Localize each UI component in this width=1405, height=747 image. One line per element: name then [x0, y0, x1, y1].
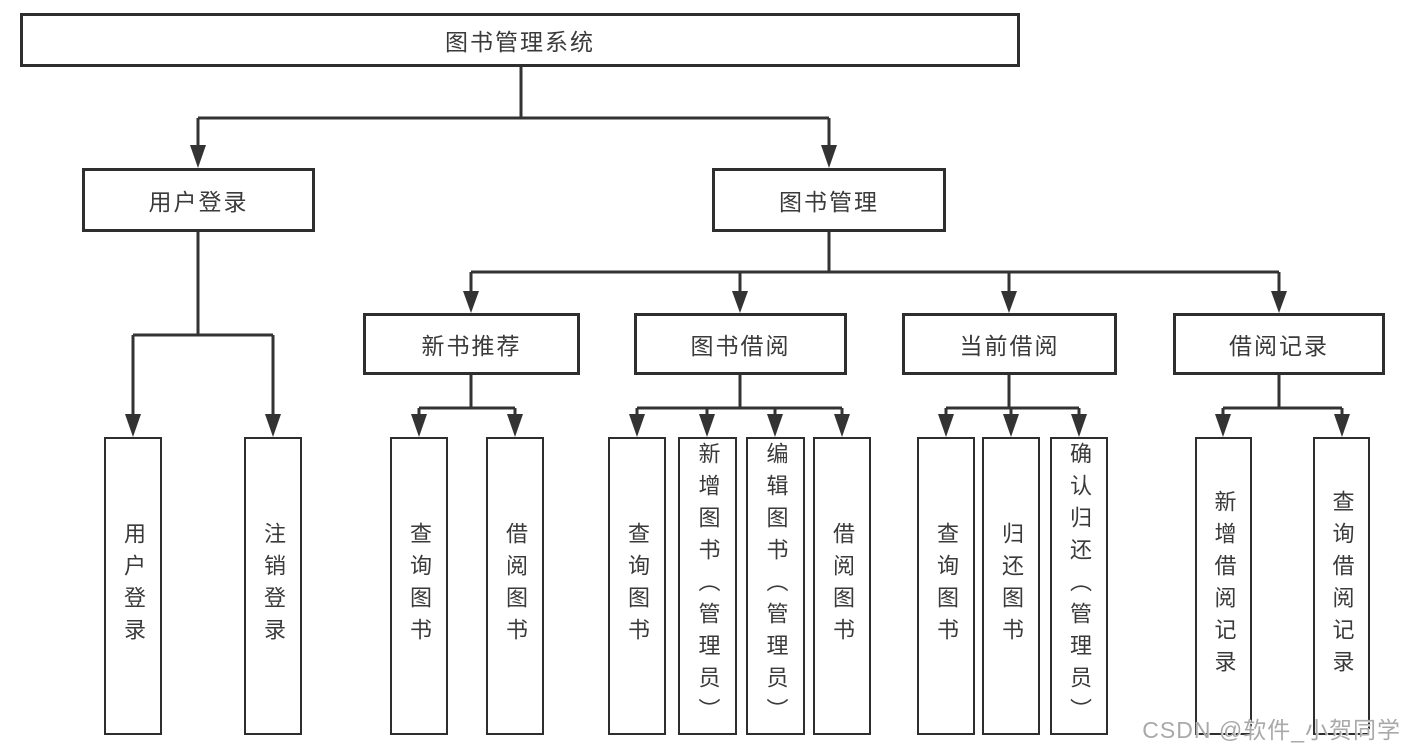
- leaf-query-books-current: 查询图书: [917, 437, 975, 735]
- leaf-add-books-admin: 新增图书（管理员）: [678, 437, 737, 735]
- leaf-logout: 注销登录: [244, 437, 302, 735]
- leaf-query-borrow-record: 查询借阅记录: [1313, 437, 1370, 735]
- node-label: 查询图书: [407, 522, 432, 650]
- leaf-user-login: 用户登录: [104, 437, 162, 735]
- leaf-edit-books-admin: 编辑图书（管理员）: [746, 437, 805, 735]
- connector-strokes: [131, 67, 1344, 415]
- node-label: 图书借阅: [690, 333, 791, 359]
- node-label: 借阅图书: [503, 522, 528, 650]
- node-new-book-recommend: 新书推荐: [363, 313, 580, 375]
- node-book-management-system: 图书管理系统: [20, 13, 1020, 67]
- node-user-login: 用户登录: [82, 168, 315, 232]
- node-label: 图书管理系统: [445, 29, 595, 55]
- node-label: 用户登录: [148, 189, 249, 215]
- node-label: 查询借阅记录: [1329, 490, 1355, 682]
- node-label: 查询图书: [625, 522, 650, 650]
- node-book-management: 图书管理: [712, 168, 946, 232]
- csdn-watermark: CSDN @软件_小贺同学: [1142, 717, 1401, 743]
- node-label: 用户登录: [121, 522, 146, 650]
- node-label: 查询图书: [934, 522, 959, 650]
- leaf-query-books-recommend: 查询图书: [390, 437, 448, 735]
- leaf-confirm-return-admin: 确认归还（管理员）: [1050, 437, 1108, 735]
- node-label: 新增图书（管理员）: [695, 442, 721, 730]
- node-label: 借阅图书: [830, 522, 855, 650]
- node-label: 图书管理: [779, 189, 879, 215]
- node-label: 注销登录: [261, 522, 286, 650]
- node-label: 当前借阅: [959, 333, 1060, 359]
- node-label: 编辑图书（管理员）: [763, 442, 789, 730]
- node-label: 新书推荐: [421, 333, 522, 359]
- node-label: 确认归还（管理员）: [1067, 442, 1092, 730]
- leaf-add-borrow-record: 新增借阅记录: [1195, 437, 1252, 735]
- arrowheads: [125, 145, 1350, 437]
- leaf-borrow-books-recommend: 借阅图书: [486, 437, 544, 735]
- node-book-borrow: 图书借阅: [634, 313, 847, 375]
- node-borrow-record: 借阅记录: [1173, 313, 1385, 375]
- leaf-return-books: 归还图书: [982, 437, 1040, 735]
- node-label: 归还图书: [999, 522, 1024, 650]
- node-label: 新增借阅记录: [1211, 490, 1237, 682]
- node-current-borrow: 当前借阅: [902, 313, 1117, 375]
- leaf-borrow-books: 借阅图书: [813, 437, 871, 735]
- node-label: 借阅记录: [1229, 333, 1329, 359]
- leaf-query-books-borrow: 查询图书: [608, 437, 666, 735]
